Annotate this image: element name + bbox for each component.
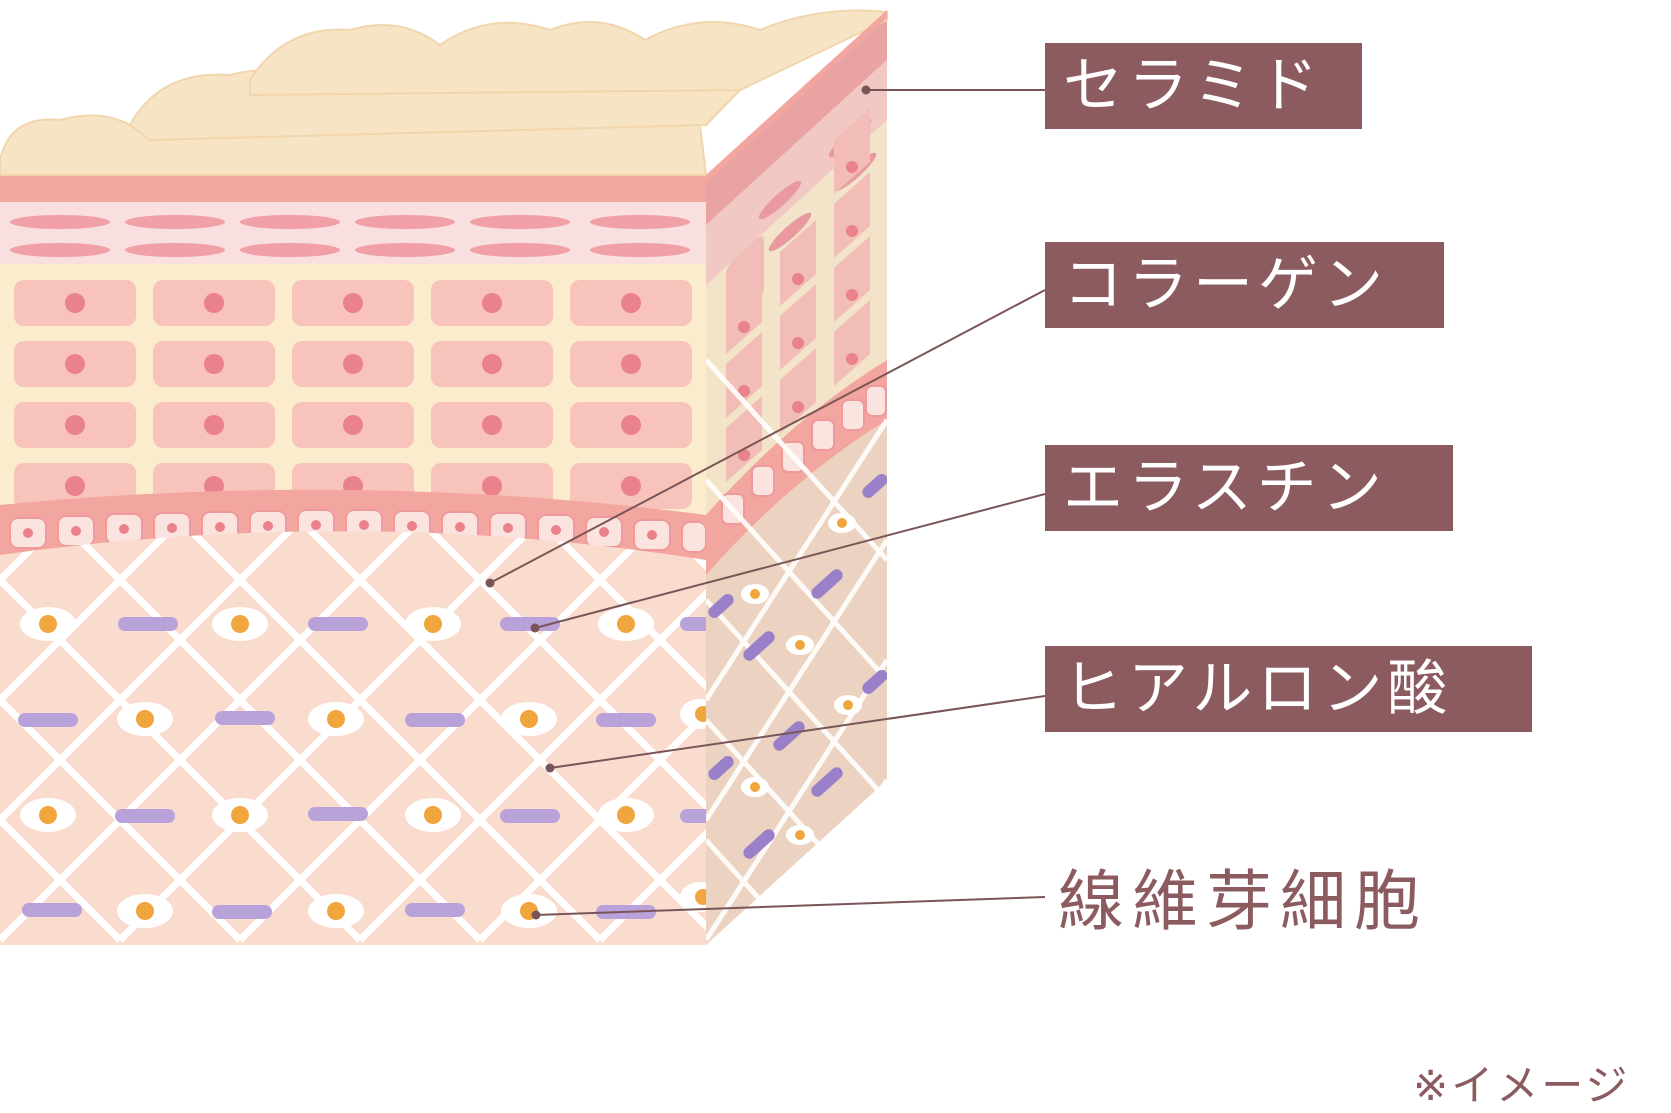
hyaluronic-acid-rods: [18, 617, 706, 919]
collagen-fibers: [0, 531, 706, 943]
label-ceramide: セラミド: [1045, 43, 1362, 129]
label-elastin: エラスチン: [1045, 445, 1453, 531]
label-collagen: コラーゲン: [1045, 242, 1444, 328]
leader-dots: [485, 85, 871, 920]
leader-line-hyaluronic-acid: [549, 695, 1046, 769]
ceramide-lamellae: [10, 215, 690, 257]
fibroblasts-front: [20, 607, 706, 928]
leader-line-elastin: [534, 493, 1046, 629]
skin-surface: [0, 9, 888, 183]
stratum-corneum-band: [0, 172, 706, 202]
image-note: ※イメージ: [1413, 1061, 1631, 1110]
leader-lines: [489, 89, 1046, 916]
label-hyaluronic-acid: ヒアルロン酸: [1045, 646, 1532, 732]
label-fibroblast: 線維芽細胞: [1058, 863, 1428, 940]
dermis: [0, 531, 706, 945]
leader-line-fibroblast: [535, 896, 1046, 916]
front-face: [0, 160, 706, 945]
leader-line-collagen: [489, 289, 1046, 584]
